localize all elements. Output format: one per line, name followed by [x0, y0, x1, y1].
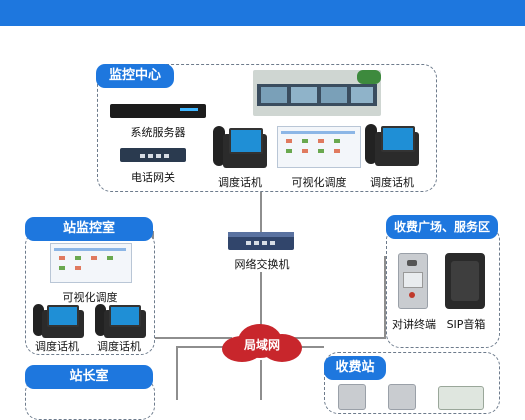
network-switch-label: 网络交换机 [234, 258, 290, 271]
intercom-terminal-label: 对讲终端 [392, 318, 436, 331]
cloud-icon [222, 324, 302, 362]
lan-label: 局域网 [243, 338, 280, 352]
connector-switch-lan [260, 272, 262, 328]
connector-plaza-v [384, 256, 386, 339]
connector-stationmaster [176, 346, 262, 348]
dispatch-phone-2-label: 调度话机 [370, 176, 414, 189]
connector-stationmaster-v [176, 346, 178, 400]
video-wall-image [253, 70, 381, 116]
system-server-label: 系统服务器 [130, 126, 186, 139]
phone-icon [213, 122, 269, 170]
station-dispatch-phone-1-label: 调度话机 [35, 340, 79, 353]
toll-station-title: 收费站 [324, 356, 386, 380]
gateway-icon [120, 148, 186, 162]
station-monitor-title: 站监控室 [25, 217, 153, 241]
phone-gateway-label: 电话网关 [131, 171, 175, 184]
connector-center-switch [260, 192, 262, 232]
sip-speaker-label: SIP音箱 [446, 318, 486, 331]
connector-lan-down [260, 360, 262, 400]
connector-monitor-room-h [152, 337, 232, 339]
toll-plaza-title: 收费广场、服务区 [386, 215, 498, 239]
station-dispatch-phone-2-label: 调度话机 [97, 340, 141, 353]
station-visual-dispatch-label: 可视化调度 [62, 291, 118, 304]
phone-icon [95, 302, 147, 338]
top-banner [0, 0, 525, 26]
intercom-icon [388, 384, 416, 410]
monitor-center-title: 监控中心 [96, 64, 174, 88]
intercom-icon [398, 253, 428, 309]
dispatch-phone-1-label: 调度话机 [218, 176, 262, 189]
phone-icon [365, 120, 421, 168]
intercom-icon [338, 384, 366, 410]
screen-icon [50, 243, 132, 283]
server-icon [110, 104, 206, 118]
stationmaster-room-title: 站长室 [25, 365, 153, 389]
speaker-icon [445, 253, 485, 309]
switch-icon [228, 232, 294, 250]
speaker-icon [438, 386, 484, 410]
screen-icon [277, 126, 361, 168]
phone-icon [33, 302, 85, 338]
visual-dispatch-label: 可视化调度 [291, 176, 347, 189]
connector-plaza-h [290, 337, 386, 339]
